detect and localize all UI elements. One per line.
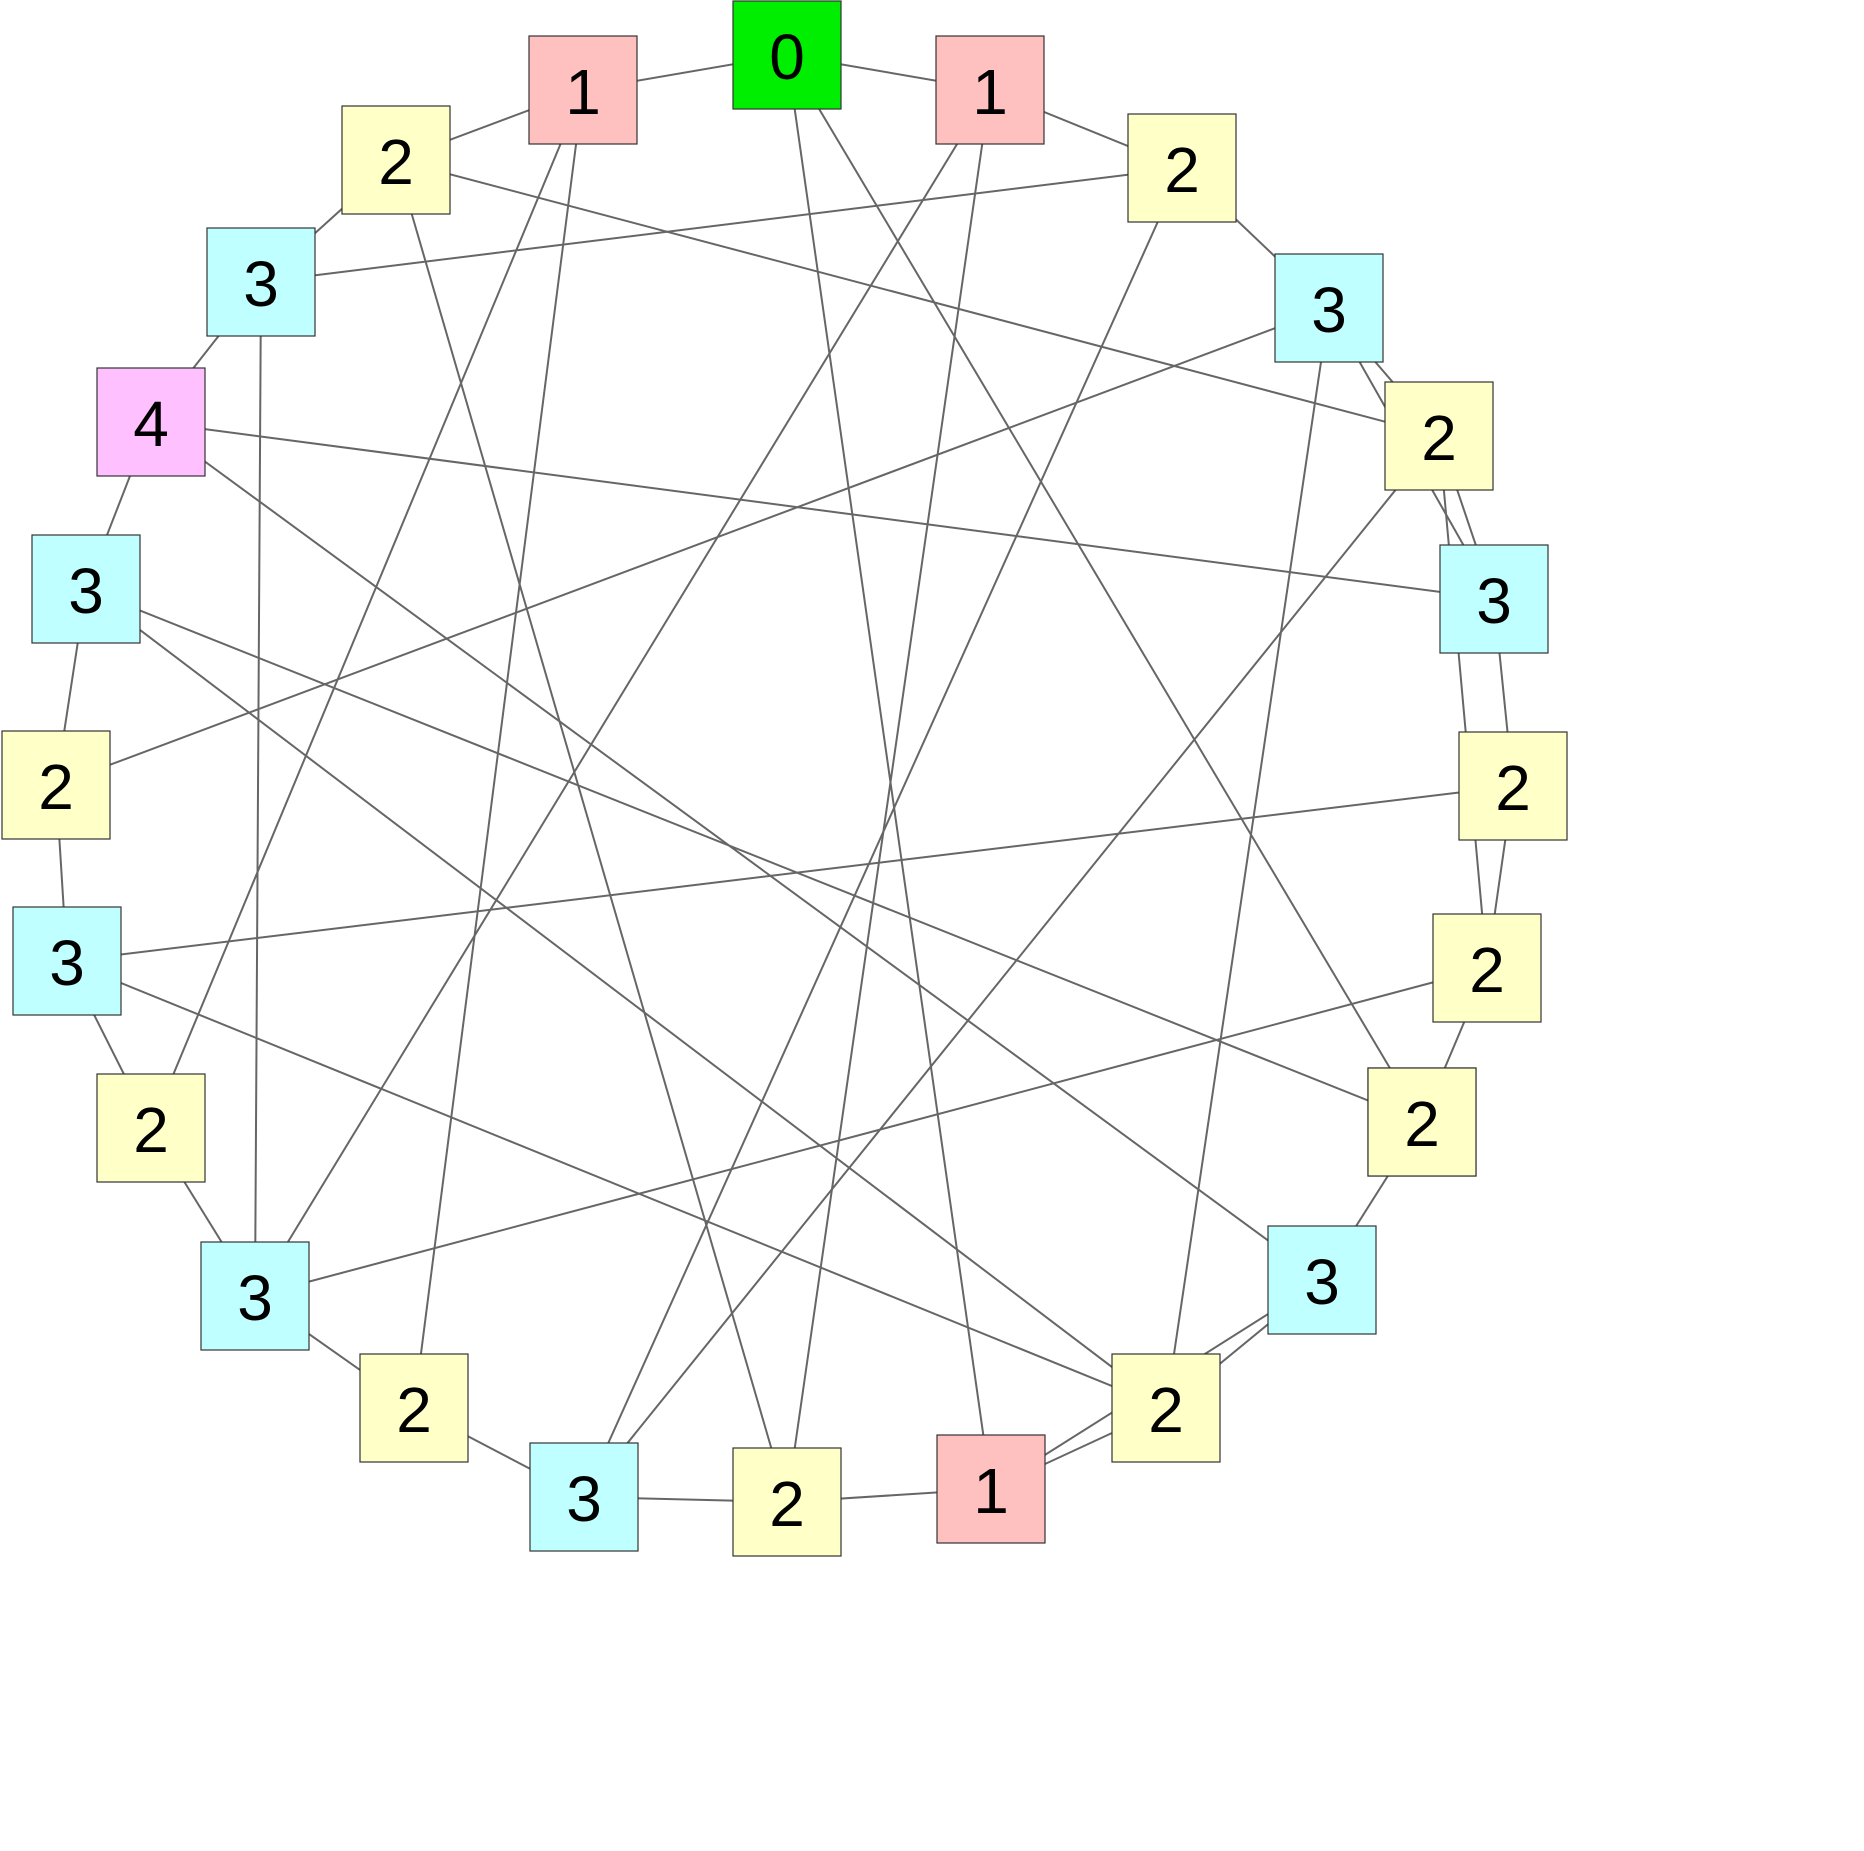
node-n7: 2 (1432, 913, 1542, 1023)
node-label: 2 (1421, 402, 1457, 474)
edge-n16-n7 (254, 967, 1488, 1297)
node-n5: 3 (1439, 544, 1549, 654)
edge-n3-n11 (1165, 307, 1330, 1409)
node-n19: 2 (1, 730, 111, 840)
edge-n24-n17 (150, 89, 584, 1129)
node-box (1267, 1225, 1377, 1335)
node-box (1432, 913, 1542, 1023)
node-n21: 4 (96, 367, 206, 477)
edge-n22-n9 (85, 588, 1423, 1123)
node-n14: 3 (529, 1442, 639, 1552)
node-label: 3 (49, 927, 85, 999)
node-label: 1 (972, 56, 1008, 128)
node-box (206, 227, 316, 337)
node-n11: 2 (1111, 1353, 1221, 1463)
node-n1: 1 (935, 35, 1045, 145)
node-box (1111, 1353, 1221, 1463)
edge-n23-n4 (395, 159, 1440, 437)
edge-n2-n20 (260, 167, 1183, 283)
node-n15: 2 (359, 1353, 469, 1463)
node-box (1, 730, 111, 840)
node-label: 2 (1469, 934, 1505, 1006)
edge-n0-n8 (786, 54, 1423, 1123)
edge-n23-n13 (395, 159, 788, 1503)
edge-n18-n11 (66, 960, 1167, 1409)
edge-n22-n11 (85, 588, 1167, 1409)
node-box (200, 1241, 310, 1351)
node-box (528, 35, 638, 145)
node-label: 3 (237, 1262, 273, 1334)
node-label: 2 (378, 126, 414, 198)
node-box (529, 1442, 639, 1552)
node-box (12, 906, 122, 1016)
node-label: 3 (68, 555, 104, 627)
node-box (96, 367, 206, 477)
node-box (1127, 113, 1237, 223)
node-layer: 0123232212321232323234321 (1, 0, 1568, 1557)
node-box (1458, 731, 1568, 841)
node-label: 3 (243, 248, 279, 320)
node-label: 3 (1311, 274, 1347, 346)
node-box (1274, 253, 1384, 363)
node-n2: 2 (1127, 113, 1237, 223)
edge-n4-n14 (583, 435, 1440, 1498)
node-label: 1 (565, 56, 601, 128)
node-label: 3 (1304, 1246, 1340, 1318)
node-n23: 2 (341, 105, 451, 215)
edge-n20-n16 (254, 281, 262, 1297)
node-label: 0 (769, 21, 805, 93)
node-label: 2 (1148, 1374, 1184, 1446)
node-label: 1 (973, 1455, 1009, 1527)
node-box (1439, 544, 1549, 654)
node-box (1384, 381, 1494, 491)
node-label: 2 (1164, 134, 1200, 206)
node-box (1367, 1067, 1477, 1177)
node-n6: 2 (1458, 731, 1568, 841)
node-label: 2 (769, 1468, 805, 1540)
edge-n7-n4 (1438, 435, 1488, 969)
node-n24: 1 (528, 35, 638, 145)
node-n17: 2 (96, 1073, 206, 1183)
node-n12: 1 (936, 1434, 1046, 1544)
edge-n24-n15 (413, 89, 584, 1409)
node-n22: 3 (31, 534, 141, 644)
node-label: 3 (1476, 565, 1512, 637)
node-box (341, 105, 451, 215)
node-n18: 3 (12, 906, 122, 1016)
edge-n1-n13 (786, 89, 991, 1503)
edge-n1-n16 (254, 89, 991, 1297)
node-box (96, 1073, 206, 1183)
node-box (935, 35, 1045, 145)
node-label: 3 (566, 1463, 602, 1535)
node-n10: 3 (1267, 1225, 1377, 1335)
edge-n21-n10 (150, 421, 1323, 1281)
node-n0: 0 (732, 0, 842, 110)
edge-n6-n18 (66, 785, 1514, 962)
edge-n0-n12 (786, 54, 992, 1490)
edge-n3-n19 (55, 307, 1330, 786)
node-n3: 3 (1274, 253, 1384, 363)
edge-n21-n5 (150, 421, 1495, 600)
node-n13: 2 (732, 1447, 842, 1557)
node-n4: 2 (1384, 381, 1494, 491)
node-box (732, 0, 842, 110)
node-label: 4 (133, 388, 169, 460)
node-n20: 3 (206, 227, 316, 337)
node-box (359, 1353, 469, 1463)
node-n9: 2 (1367, 1067, 1477, 1177)
node-label: 2 (396, 1374, 432, 1446)
node-label: 2 (1404, 1088, 1440, 1160)
node-label: 2 (1495, 752, 1531, 824)
node-label: 2 (133, 1094, 169, 1166)
node-n16: 3 (200, 1241, 310, 1351)
node-box (936, 1434, 1046, 1544)
edge-n2-n14 (583, 167, 1183, 1498)
node-box (732, 1447, 842, 1557)
node-label: 2 (38, 751, 74, 823)
node-box (31, 534, 141, 644)
